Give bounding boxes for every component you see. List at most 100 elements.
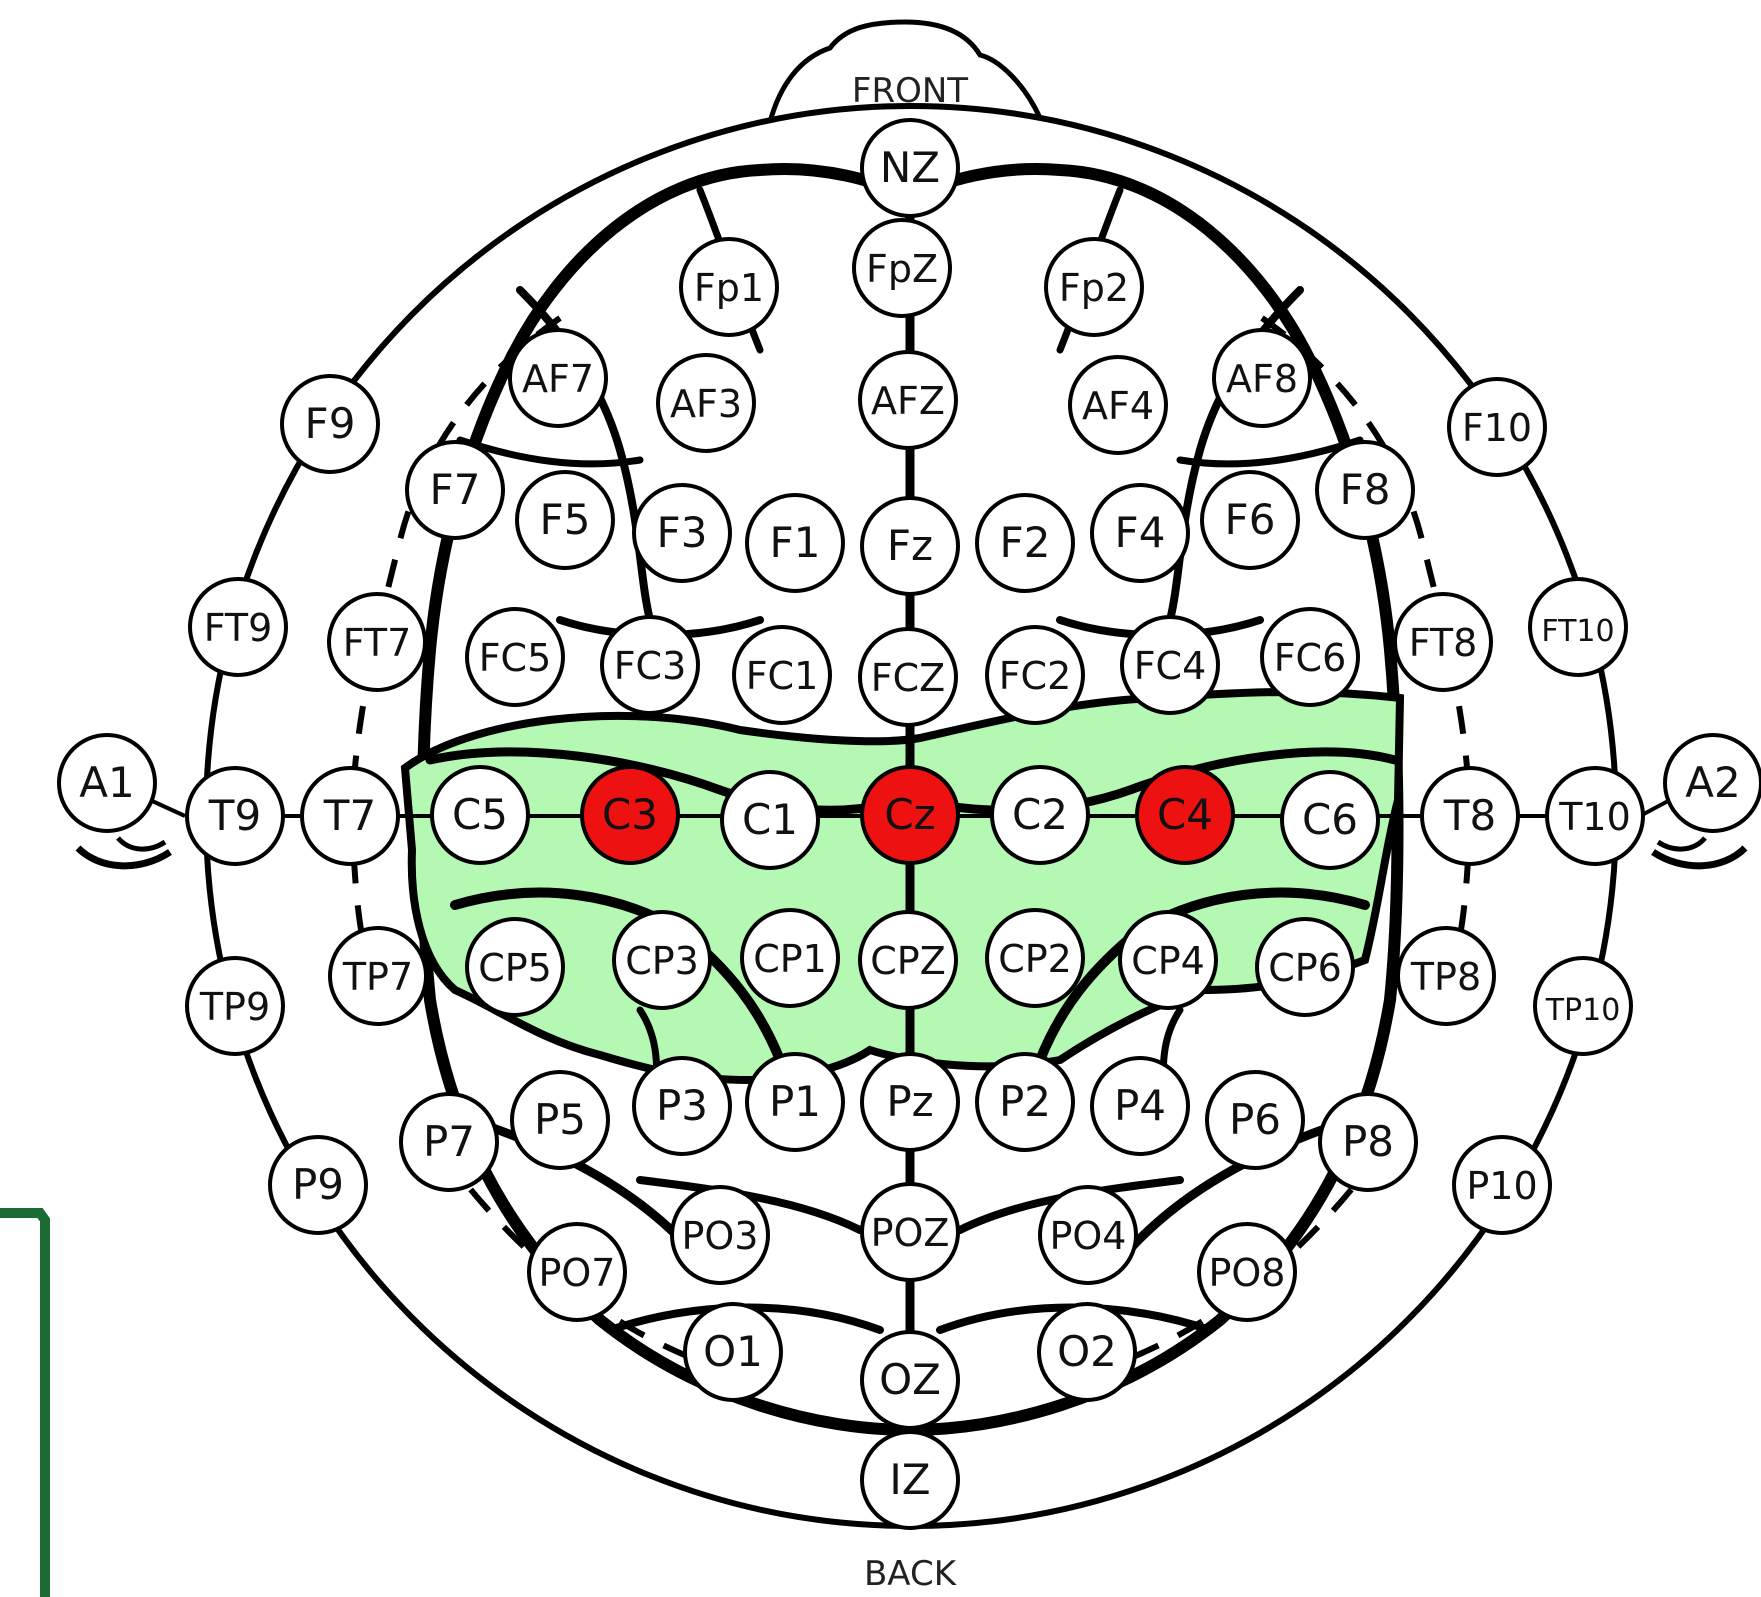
electrode-label: C1 xyxy=(742,795,798,844)
electrode-cp6: CP6 xyxy=(1255,917,1355,1017)
electrode-circle xyxy=(1528,577,1628,677)
electrode-label: P3 xyxy=(656,1081,708,1130)
electrode-cp1: CP1 xyxy=(740,908,840,1008)
electrode-circle xyxy=(280,374,380,474)
electrode-label: T8 xyxy=(1443,791,1496,840)
electrode-label: PO4 xyxy=(1049,1214,1126,1258)
electrode-circle xyxy=(1318,1092,1418,1192)
electrode-fc5: FC5 xyxy=(465,607,565,707)
electrode-circle xyxy=(860,1182,960,1282)
electrode-circle xyxy=(858,627,958,727)
electrode-circle xyxy=(1280,770,1380,870)
right-ear-inner xyxy=(1656,836,1707,852)
electrode-circle xyxy=(670,1185,770,1285)
electrode-circle xyxy=(1037,1302,1137,1402)
electrode-label: F8 xyxy=(1340,465,1391,514)
electrode-circle xyxy=(975,493,1075,593)
electrode-af8: AF8 xyxy=(1212,328,1312,428)
electrode-circle xyxy=(858,350,958,450)
electrode-circle xyxy=(1452,1135,1552,1235)
electrode-cp4: CP4 xyxy=(1118,910,1218,1010)
electrode-fp2: Fp2 xyxy=(1044,237,1144,337)
electrode-label: O2 xyxy=(1057,1327,1117,1376)
electrode-circle xyxy=(860,118,960,218)
electrode-cp2: CP2 xyxy=(985,908,1085,1008)
electrode-label: TP9 xyxy=(199,985,270,1029)
electrode-c6: C6 xyxy=(1280,770,1380,870)
electrode-label: CP3 xyxy=(625,939,699,983)
electrode-p1: P1 xyxy=(745,1052,845,1152)
electrode-label: FT7 xyxy=(343,621,412,665)
electrode-circle xyxy=(656,353,756,453)
electrode-t10: T10 xyxy=(1545,766,1645,866)
electrode-circle xyxy=(858,910,958,1010)
electrode-f7: F7 xyxy=(405,440,505,540)
electrode-fp1: Fp1 xyxy=(679,237,779,337)
electrode-circle xyxy=(612,910,712,1010)
electrode-c2: C2 xyxy=(990,765,1090,865)
electrode-label: P10 xyxy=(1466,1164,1537,1208)
electrode-circle xyxy=(1420,766,1520,866)
electrode-ft8: FT8 xyxy=(1393,592,1493,692)
electrode-label: TP7 xyxy=(342,955,413,999)
electrode-label: AFZ xyxy=(871,379,945,423)
electrode-circle xyxy=(1447,377,1547,477)
electrode-label: F3 xyxy=(657,508,708,557)
electrode-label: PO8 xyxy=(1208,1251,1285,1295)
electrode-circle xyxy=(720,770,820,870)
electrode-afz: AFZ xyxy=(858,350,958,450)
electrode-circle xyxy=(975,1052,1075,1152)
electrode-circle xyxy=(328,926,428,1026)
electrode-circle xyxy=(327,592,427,692)
electrode-label: IZ xyxy=(889,1455,930,1504)
electrode-p9: P9 xyxy=(268,1135,368,1235)
electrode-label: C4 xyxy=(1157,790,1213,839)
electrode-label: FC4 xyxy=(1134,644,1207,688)
electrode-label: P2 xyxy=(999,1077,1051,1126)
electrode-label: FC5 xyxy=(479,636,552,680)
electrode-circle xyxy=(1200,470,1300,570)
electrode-circle xyxy=(1260,607,1360,707)
electrode-circle xyxy=(1205,1070,1305,1170)
electrode-label: Cz xyxy=(884,790,935,839)
electrode-circle xyxy=(1118,910,1218,1010)
electrode-label: NZ xyxy=(880,143,940,192)
electrode-cp5: CP5 xyxy=(465,917,565,1017)
electrode-fc2: FC2 xyxy=(985,625,1085,725)
electrode-label: Fp1 xyxy=(694,266,764,310)
electrode-label: F9 xyxy=(305,399,356,448)
electrode-label: PO7 xyxy=(538,1251,615,1295)
electrode-circle xyxy=(185,766,285,866)
electrode-label: TP8 xyxy=(1410,955,1481,999)
right-ear xyxy=(1651,845,1748,870)
electrode-fc4: FC4 xyxy=(1120,615,1220,715)
electrode-p6: P6 xyxy=(1205,1070,1305,1170)
electrode-circle xyxy=(745,1052,845,1152)
electrode-cpz: CPZ xyxy=(858,910,958,1010)
electrode-po7: PO7 xyxy=(527,1222,627,1322)
electrode-circle xyxy=(1663,733,1761,833)
electrode-o2: O2 xyxy=(1037,1302,1137,1402)
electrode-label: FT9 xyxy=(204,606,273,650)
electrode-f1: F1 xyxy=(745,493,845,593)
electrode-label: F2 xyxy=(1000,518,1051,567)
electrode-p2: P2 xyxy=(975,1052,1075,1152)
electrode-circle xyxy=(405,440,505,540)
electrode-c3: C3 xyxy=(580,765,680,865)
electrode-label: P4 xyxy=(1114,1081,1166,1130)
electrode-t8: T8 xyxy=(1420,766,1520,866)
electrode-label: POZ xyxy=(871,1211,950,1255)
electrode-label: AF7 xyxy=(522,357,594,401)
electrode-po4: PO4 xyxy=(1038,1185,1138,1285)
electrode-circle xyxy=(580,765,680,865)
electrode-af7: AF7 xyxy=(508,328,608,428)
electrode-circle xyxy=(860,1430,960,1530)
electrode-label: FT8 xyxy=(1409,621,1478,665)
electrode-label: F1 xyxy=(770,518,821,567)
electrode-circle xyxy=(188,577,288,677)
electrode-circle xyxy=(1545,766,1645,866)
electrode-label: T7 xyxy=(323,791,376,840)
electrode-circle xyxy=(57,733,157,833)
electrode-c4: C4 xyxy=(1135,765,1235,865)
